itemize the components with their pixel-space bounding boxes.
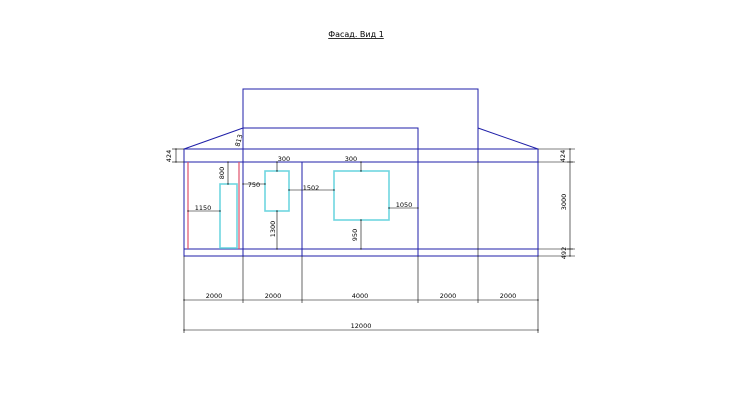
middle-roof <box>242 127 419 162</box>
label-segment-4: 2000 <box>440 292 457 300</box>
internal-dimensions <box>187 161 419 250</box>
left-roof-slope <box>183 127 244 150</box>
label-total-width: 12000 <box>351 322 372 330</box>
base-plinth <box>183 248 539 257</box>
label-eave-height-left: 424 <box>165 150 173 162</box>
drawing-title: Фасад. Вид 1 <box>328 30 384 39</box>
windows <box>219 170 390 249</box>
small-window <box>264 170 290 212</box>
label-segment-5: 2000 <box>500 292 517 300</box>
label-segment-1: 2000 <box>206 292 223 300</box>
label-small-window-height: 750 <box>248 181 260 189</box>
label-window-gap: 1502 <box>303 184 320 192</box>
label-door-sill: 1150 <box>195 204 212 212</box>
label-small-window-sill: 1300 <box>269 221 277 238</box>
door-window <box>219 183 238 249</box>
label-small-window-width: 300 <box>278 155 290 163</box>
label-eave-height-right: 424 <box>559 150 567 162</box>
large-window <box>333 170 390 221</box>
left-eave-dimension <box>172 148 184 163</box>
label-large-window-width: 300 <box>345 155 357 163</box>
bottom-dimensions <box>183 162 539 333</box>
eave-band <box>183 148 539 163</box>
label-large-window-sill: 950 <box>351 229 359 241</box>
label-wall-height: 3000 <box>560 194 568 211</box>
upper-volume <box>242 88 479 163</box>
right-roof-slope <box>477 127 539 150</box>
label-base-height: 492 <box>560 247 568 259</box>
label-segment-3: 4000 <box>352 292 369 300</box>
label-segment-2: 2000 <box>265 292 282 300</box>
label-door-window-height: 800 <box>218 167 226 179</box>
label-roof-slope: 813 <box>234 133 245 147</box>
label-large-window-height: 1050 <box>396 201 413 209</box>
height-dimensions <box>538 148 575 257</box>
door-frame <box>187 162 240 249</box>
